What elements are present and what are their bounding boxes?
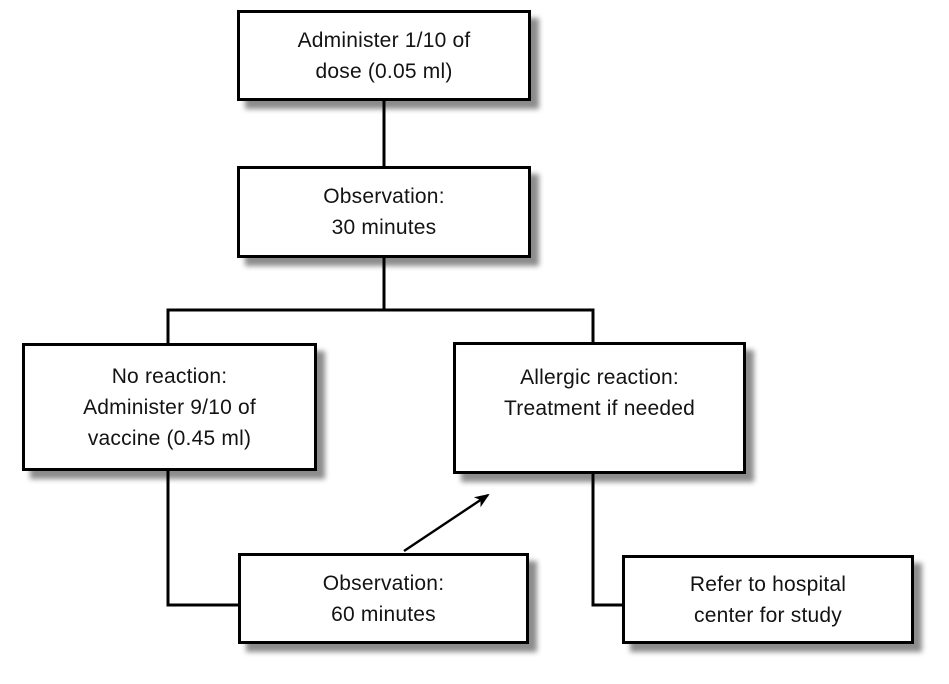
node-text-line: 60 minutes [331,602,436,626]
node-no-reaction: No reaction: Administer 9/10 of vaccine … [22,343,317,471]
edge-no-reaction-to-obs60 [166,469,240,607]
node-text-line: Observation: [322,571,445,595]
node-allergic-reaction: Allergic reaction: Treatment if needed [453,342,746,474]
node-observation-30-minutes: Observation: 30 minutes [237,166,531,258]
node-text-line: center for study [694,603,842,627]
edge-allergic-to-refer [591,471,624,607]
node-text-line: Refer to hospital [689,572,847,596]
node-administer-tenth-dose: Administer 1/10 of dose (0.05 ml) [237,10,531,101]
node-text-line: No reaction: [111,364,228,388]
node-text-line: dose (0.05 ml) [315,59,453,83]
node-text-line: Administer 9/10 of [83,395,256,419]
node-observation-60-minutes: Observation: 60 minutes [238,553,529,644]
node-refer-to-hospital: Refer to hospital center for study [622,555,914,644]
node-text-line: Allergic reaction: [520,366,679,389]
node-text-line: Observation: [323,185,445,208]
arrow-obs60-to-allergic [403,493,490,552]
node-text-line: 30 minutes [331,216,437,239]
node-text-line: Treatment if needed [504,397,695,420]
node-text-line: Administer 1/10 of [297,28,471,52]
node-text-line: vaccine (0.45 ml) [87,426,252,450]
